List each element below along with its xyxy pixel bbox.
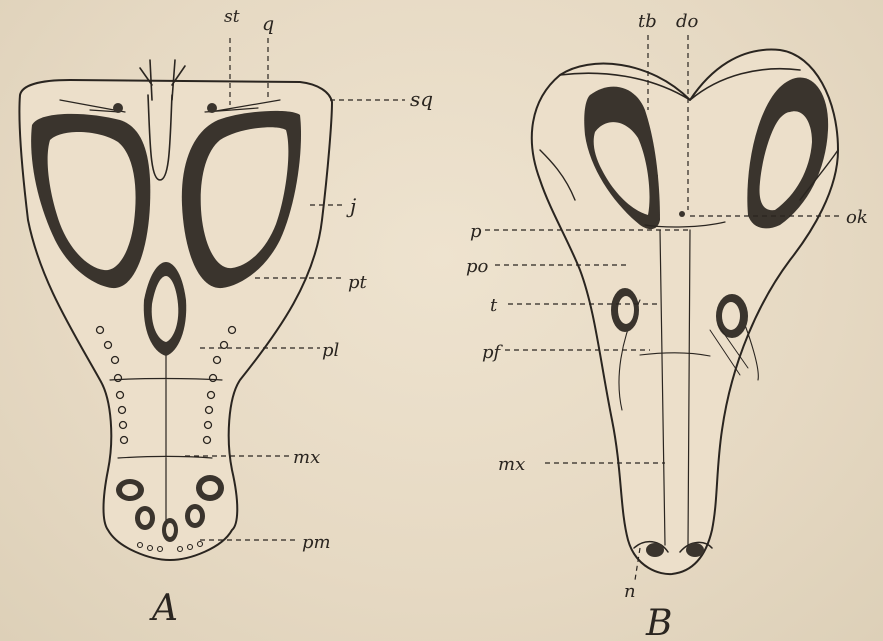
label-pm: pm (302, 532, 331, 553)
label-t: t (490, 295, 498, 316)
figure-letter-b: B (645, 603, 672, 641)
label-mx-b: mx (498, 454, 525, 475)
label-do: do (676, 11, 699, 32)
label-p: p (470, 221, 482, 242)
label-pl: pl (322, 340, 340, 361)
figure-letter-a: A (149, 588, 178, 629)
label-ok: ok (846, 207, 868, 228)
label-mx-a: mx (293, 447, 320, 468)
figure-b-skull (532, 50, 838, 575)
label-tb: tb (638, 11, 657, 32)
label-po: po (466, 256, 489, 277)
label-pf: pf (482, 342, 504, 363)
label-st: st (224, 7, 240, 27)
label-j: j (346, 194, 356, 218)
label-q: q (262, 13, 274, 35)
figure-a-skull (19, 60, 332, 560)
label-n: n (624, 581, 636, 602)
label-pt: pt (348, 272, 368, 293)
label-sq: sq (410, 87, 433, 111)
